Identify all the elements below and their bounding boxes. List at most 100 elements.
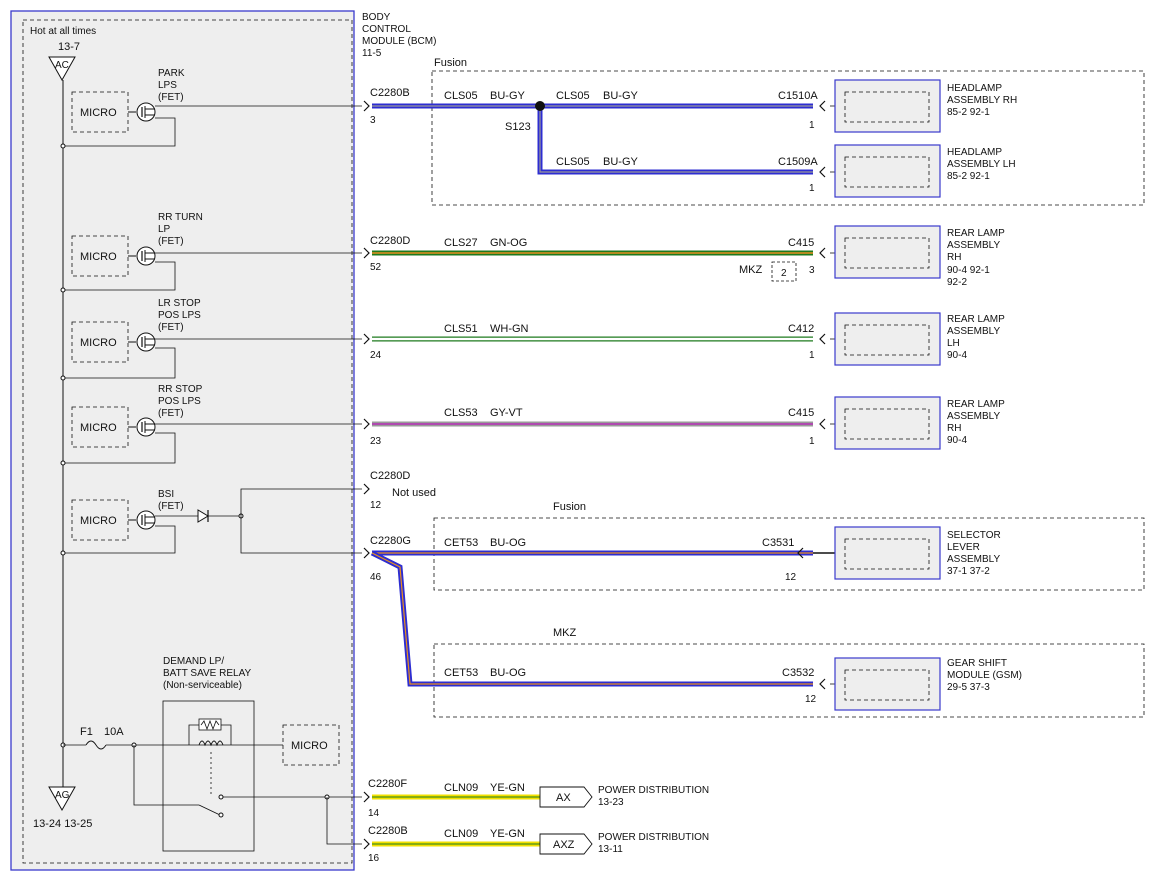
bcm-title-line1: BODY bbox=[362, 12, 391, 23]
ground-ag-triangle-icon bbox=[48, 786, 76, 812]
circuit-label: CLS05 bbox=[444, 90, 478, 102]
connector-chevron-icon bbox=[819, 418, 826, 430]
component-label: RH bbox=[947, 423, 961, 434]
fet-transistor-icon bbox=[136, 246, 156, 266]
component-headlamp-rh: HEADLAMP ASSEMBLY RH 85-2 92-1 bbox=[834, 79, 1017, 133]
zone-fusion2-label: Fusion bbox=[553, 501, 586, 513]
fuse-top-ref: 13-7 bbox=[58, 41, 80, 53]
wire-park-lamps bbox=[372, 101, 843, 175]
component-label: HEADLAMP bbox=[947, 147, 1002, 158]
rr-turn-driver: RR TURN LP (FET) MICRO bbox=[60, 212, 362, 293]
offpage-ax-label: AX bbox=[556, 792, 571, 804]
circuit-label: CLS05 bbox=[556, 90, 590, 102]
micro-label: MICRO bbox=[80, 251, 117, 263]
micro-box bbox=[71, 321, 129, 363]
bcm-module: Hot at all times 13-7 AC AG 13-24 13-25 bbox=[10, 10, 355, 871]
wire-color-label: YE-GN bbox=[490, 782, 525, 794]
relay-label-2: BATT SAVE RELAY bbox=[163, 668, 252, 679]
rrturn-label-3: (FET) bbox=[158, 236, 184, 247]
bcm-title-line2: CONTROL bbox=[362, 24, 411, 35]
wire-color-label: GY-VT bbox=[490, 407, 523, 419]
wire-color-label: WH-GN bbox=[490, 323, 529, 335]
conn-c412-label: C412 bbox=[788, 323, 814, 335]
ground-ag-code: AG bbox=[55, 790, 70, 801]
conn-c415-label: C415 bbox=[788, 237, 814, 249]
relay-label-1: DEMAND LP/ bbox=[163, 656, 224, 667]
wire-color-label: GN-OG bbox=[490, 237, 527, 249]
component-gear-shift-module: GEAR SHIFT MODULE (GSM) 29-5 37-3 bbox=[834, 657, 1022, 711]
pin-label: 1 bbox=[809, 350, 815, 361]
pin-label: 12 bbox=[785, 572, 797, 583]
circuit-label: CLS51 bbox=[444, 323, 478, 335]
component-label: ASSEMBLY bbox=[947, 326, 1000, 337]
conn-c2280b-label: C2280B bbox=[368, 825, 408, 837]
conn-c2280g-label: C2280G bbox=[370, 535, 411, 547]
pin-label: 1 bbox=[809, 436, 815, 447]
connector-chevron-icon bbox=[819, 333, 826, 345]
circuit-label: CLS27 bbox=[444, 237, 478, 249]
bsi-label-1: BSI bbox=[158, 489, 174, 500]
ground-ref: 13-24 13-25 bbox=[33, 818, 92, 830]
pin-label: 16 bbox=[368, 853, 380, 864]
connector-chevron-icon bbox=[363, 247, 370, 259]
micro-label: MICRO bbox=[80, 515, 117, 527]
fuse-ac-code: AC bbox=[55, 60, 69, 71]
fuse-f1-label: F1 bbox=[80, 726, 93, 738]
relay-resistor-icon bbox=[198, 718, 222, 731]
zone-fusion-label: Fusion bbox=[434, 57, 467, 69]
power-distribution-label: POWER DISTRIBUTION bbox=[598, 785, 709, 796]
component-rear-lamp-rh-turn: REAR LAMP ASSEMBLY RH 90-4 92-1 92-2 bbox=[834, 225, 1005, 288]
fuse-amp-label: 10A bbox=[104, 726, 124, 738]
fet-transistor-icon bbox=[136, 332, 156, 352]
conn-c2280f-label: C2280F bbox=[368, 778, 407, 790]
pin-label: 12 bbox=[805, 694, 817, 705]
component-label: ASSEMBLY bbox=[947, 554, 1000, 565]
bcm-connector-chevrons bbox=[363, 100, 370, 850]
component-label: REAR LAMP bbox=[947, 399, 1005, 410]
fet-transistor-icon bbox=[136, 102, 156, 122]
conn-c3531-label: C3531 bbox=[762, 537, 794, 549]
offpage-arrow-icon bbox=[539, 786, 593, 808]
component-label: LH bbox=[947, 338, 960, 349]
relay-coil-icon bbox=[198, 740, 224, 747]
fuse-icon bbox=[85, 740, 107, 750]
component-ref: 37-1 37-2 bbox=[947, 566, 990, 577]
component-label: LEVER bbox=[947, 542, 980, 553]
park-label-1: PARK bbox=[158, 68, 185, 79]
park-lps-driver: PARK LPS (FET) MICRO bbox=[60, 68, 362, 149]
pin-label: 1 bbox=[809, 120, 815, 131]
rrstop-label-1: RR STOP bbox=[158, 384, 203, 395]
mkz-pin-label: 2 bbox=[781, 268, 787, 279]
wire-color-label: BU-OG bbox=[490, 667, 526, 679]
wire-color-label: BU-GY bbox=[490, 90, 526, 102]
park-label-3: (FET) bbox=[158, 92, 184, 103]
park-wire-labels: C2280B 3 CLS05 BU-GY S123 CLS05 BU-GY C1… bbox=[370, 87, 818, 194]
circuit-label: CLS05 bbox=[556, 156, 590, 168]
component-headlamp-lh: HEADLAMP ASSEMBLY LH 85-2 92-1 bbox=[834, 144, 1016, 198]
hot-at-all-times-label: Hot at all times bbox=[30, 26, 96, 37]
component-label: ASSEMBLY bbox=[947, 411, 1000, 422]
component-label: ASSEMBLY RH bbox=[947, 95, 1017, 106]
micro-box bbox=[71, 406, 129, 448]
power-wire-labels: C2280F 14 CLN09 YE-GN C2280B 16 CLN09 YE… bbox=[368, 778, 525, 864]
mkz-variant-label: MKZ bbox=[739, 264, 763, 276]
splice-label: S123 bbox=[505, 121, 531, 133]
diode-icon bbox=[197, 509, 209, 523]
conn-c2280b-label: C2280B bbox=[370, 87, 410, 99]
fet-transistor-icon bbox=[136, 417, 156, 437]
component-ref: 90-4 92-1 bbox=[947, 265, 990, 276]
component-rear-lamp-lh: REAR LAMP ASSEMBLY LH 90-4 bbox=[834, 312, 1005, 366]
rrstop-wire-labels: 23 CLS53 GY-VT C415 1 bbox=[370, 407, 815, 447]
micro-box bbox=[282, 724, 340, 766]
conn-c415-label: C415 bbox=[788, 407, 814, 419]
offpage-axz-label: AXZ bbox=[553, 839, 575, 851]
rrturn-label-2: LP bbox=[158, 224, 171, 235]
component-label: GEAR SHIFT bbox=[947, 658, 1007, 669]
micro-box bbox=[71, 235, 129, 277]
component-label: ASSEMBLY bbox=[947, 240, 1000, 251]
component-ref: 85-2 92-1 bbox=[947, 171, 990, 182]
bsi-driver: BSI (FET) MICRO bbox=[60, 488, 362, 556]
lrstop-label-1: LR STOP bbox=[158, 298, 201, 309]
conn-c2280d-label: C2280D bbox=[370, 470, 410, 482]
wire-color-label: YE-GN bbox=[490, 828, 525, 840]
